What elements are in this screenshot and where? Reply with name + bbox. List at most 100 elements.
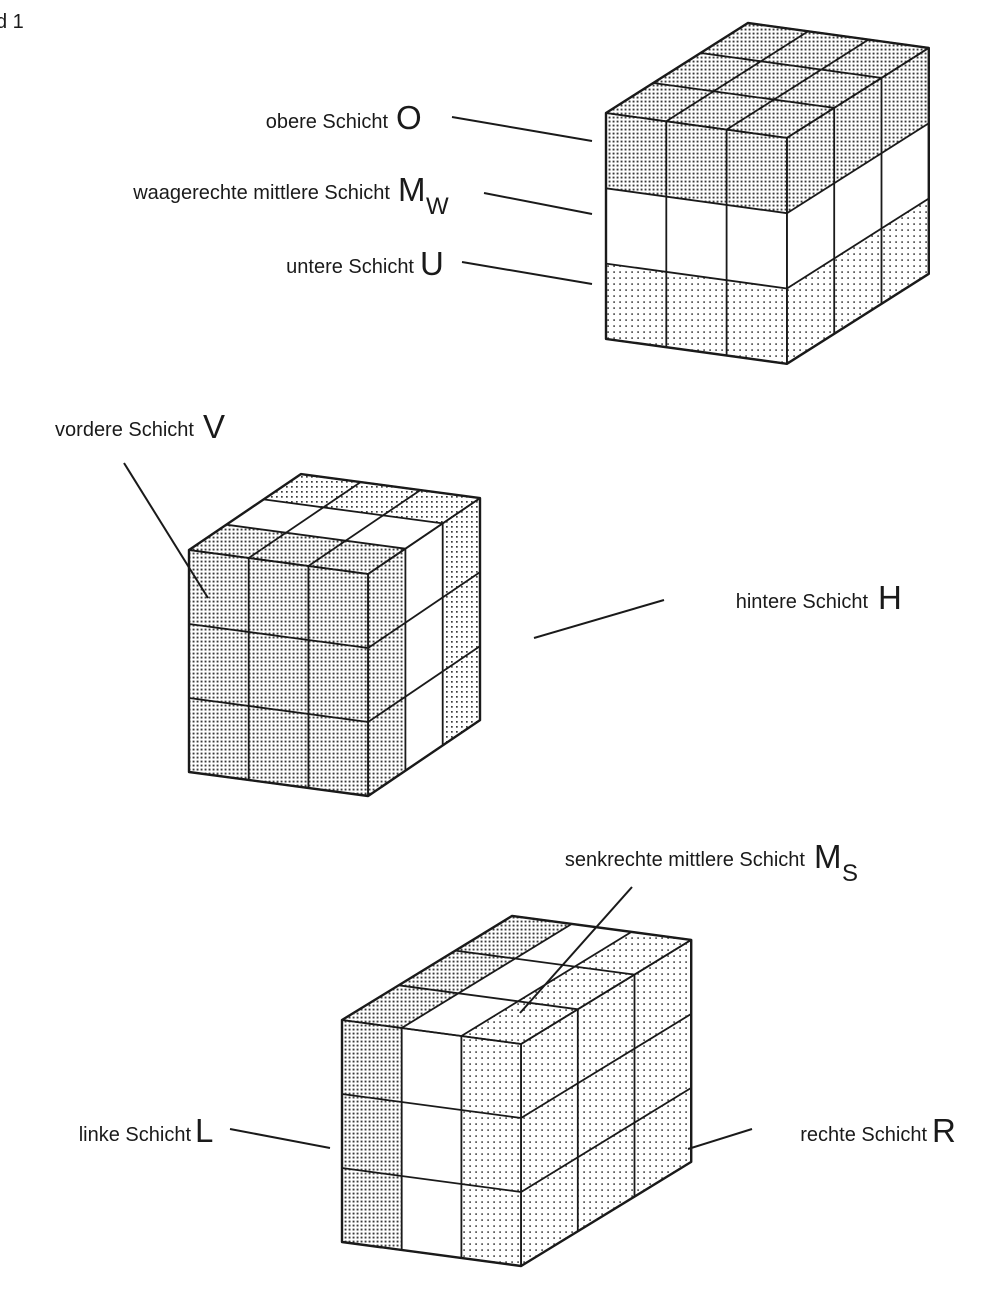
cube-front-sticker (189, 550, 249, 632)
layer-symbol: O (396, 99, 422, 136)
cube-top-sticker (286, 507, 383, 541)
cube-top-sticker (773, 69, 882, 108)
cube-edge (700, 52, 882, 79)
cube-front-sticker (342, 1168, 402, 1250)
cube-front-sticker (342, 1094, 402, 1176)
cube-top-sticker (226, 499, 324, 533)
cube-edge (263, 498, 443, 525)
cube-right-sticker (881, 123, 929, 229)
cube-top-sticker (606, 83, 714, 122)
cube-right-sticker (577, 974, 635, 1084)
cube-top-sticker (345, 515, 443, 549)
layer-symbol: H (878, 579, 902, 616)
cube-right-sticker (442, 646, 480, 746)
cube-edge (341, 1093, 522, 1119)
cube-front-sticker (726, 129, 787, 214)
cube-top-sticker (401, 993, 519, 1036)
cube-top-sticker (821, 39, 929, 78)
cube-top-sticker (342, 985, 459, 1028)
cube-top-sticker (458, 958, 575, 1002)
cube-top-sticker (461, 1001, 578, 1044)
cube-front-sticker (248, 558, 309, 640)
label-text: waagerechte mittlere Schicht (132, 182, 390, 204)
cube-edge (786, 197, 930, 290)
cube-front-sticker (248, 632, 309, 714)
cube-top-sticker (383, 490, 480, 524)
cube-front-sticker (308, 566, 369, 648)
cube-top-sticker (726, 99, 835, 138)
cube-front-sticker (606, 263, 667, 348)
cube-top-sticker (398, 950, 516, 994)
cube-right-sticker (405, 597, 443, 697)
cube-edge (605, 187, 788, 215)
cube-right-sticker (368, 622, 406, 722)
cube-edge (786, 47, 930, 139)
cube-right-sticker (881, 198, 929, 304)
cube-right-sticker (521, 1083, 578, 1192)
cube-front-sticker (248, 706, 309, 788)
label-text: hintere Schicht (736, 591, 869, 613)
label-left-layer: linke Schicht L (79, 1112, 331, 1149)
label-text: senkrechte mittlere Schicht (565, 849, 806, 871)
cube-edge (188, 623, 369, 649)
cube-front-sticker (342, 1020, 402, 1102)
label-text: vordere Schicht (55, 419, 194, 441)
cube-edge (520, 1087, 692, 1193)
cube-edge (188, 697, 369, 723)
layer-symbol: L (195, 1112, 213, 1149)
cube-right-sticker (405, 523, 443, 623)
cube-front-sticker (189, 624, 249, 706)
leader-line (123, 462, 209, 599)
cube-front-sticker (401, 1102, 462, 1184)
cube-front-sticker (308, 714, 369, 796)
cube-edge (188, 549, 369, 575)
cube-right-sticker (405, 671, 443, 771)
cube-top-sticker (653, 53, 761, 92)
cube-front-sticker (726, 280, 787, 364)
layer-subscript: W (426, 193, 449, 220)
cube-edge (367, 497, 481, 575)
cube-right-sticker (521, 1009, 578, 1118)
cube-front-sticker (461, 1110, 522, 1192)
layer-symbol: V (203, 408, 225, 445)
cube-edge (341, 1167, 522, 1193)
cube-edge (520, 1013, 692, 1119)
cube-depth-layers (187, 472, 482, 798)
cube-right-sticker (442, 572, 480, 672)
cube-front-sticker (401, 1028, 462, 1110)
cube-front-sticker (461, 1036, 522, 1118)
cube-front-sticker (606, 113, 667, 197)
cube-right-sticker (786, 107, 835, 214)
cube-top-sticker (713, 61, 822, 100)
label-top-layer: obere Schicht O (266, 99, 593, 142)
cube-right-sticker (634, 1013, 692, 1123)
label-text: untere Schicht (286, 256, 414, 278)
cube-top-sticker (515, 923, 632, 967)
cube-edge (520, 939, 692, 1045)
cube-edge (665, 30, 809, 123)
label-horizontal-middle-layer: waagerechte mittlere Schicht M W (132, 171, 593, 220)
cube-front-sticker (606, 188, 667, 272)
cube-right-sticker (786, 183, 835, 289)
cube-top-sticker (455, 915, 572, 959)
cube-top-sticker (323, 482, 421, 516)
layer-symbol: R (932, 1112, 956, 1149)
cube-top-sticker (518, 966, 635, 1010)
label-bottom-layer: untere Schicht U (286, 245, 593, 285)
cube-right-sticker (577, 1048, 635, 1158)
cube-edge (248, 481, 362, 559)
cube-top-sticker (666, 91, 774, 130)
label-right-layer: rechte Schicht R (687, 1112, 956, 1150)
cube-edge (307, 489, 421, 567)
cube-edge (786, 122, 930, 214)
cube-top-sticker (189, 524, 286, 558)
cube-front-sticker (189, 698, 249, 780)
cube-front-sticker (666, 121, 727, 205)
cube-edge (367, 645, 481, 723)
cube-right-sticker (368, 548, 406, 648)
cube-edge (401, 923, 573, 1029)
cube-edge (398, 984, 578, 1011)
cube-front-sticker (666, 271, 727, 356)
cube-top-sticker (760, 31, 869, 70)
